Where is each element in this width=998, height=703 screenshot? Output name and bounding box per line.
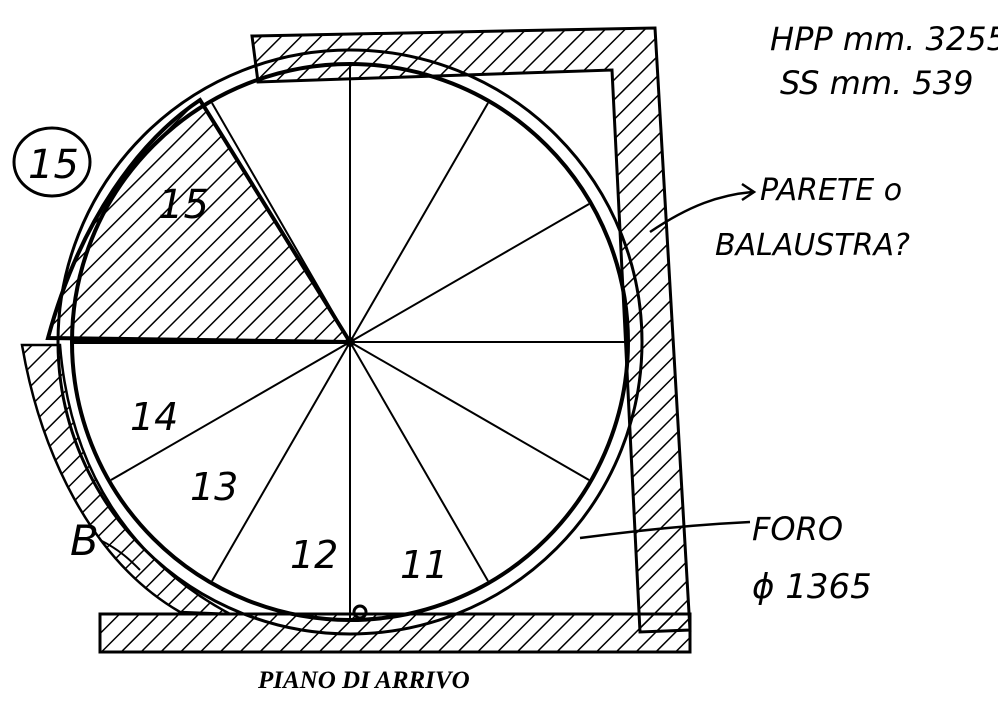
step-division-line [349, 203, 590, 343]
stair-circle [70, 62, 630, 622]
step-label-15: 15 [158, 182, 209, 228]
step-division-line [211, 102, 351, 343]
step-label-14: 14 [130, 395, 178, 439]
step-15-hatched [45, 97, 354, 345]
hole-label: FORO [752, 510, 843, 548]
hole-diameter: ϕ 1365 [752, 567, 872, 607]
step-label-11: 11 [400, 543, 448, 587]
wall-arrowhead-icon [741, 182, 757, 202]
bottom-post [352, 604, 368, 620]
circled-step-marker: 15 [12, 126, 92, 198]
step-division-line [211, 341, 351, 582]
left-balustrade [20, 343, 231, 616]
circled-step-label: 15 [28, 142, 79, 188]
landing-caption: PIANO DI ARRIVO [257, 667, 470, 694]
wall-question-line1: PARETE o [760, 173, 902, 208]
landing-slab [98, 612, 692, 654]
wall-question-line2: BALAUSTRA? [715, 228, 910, 263]
step-division-line [349, 341, 489, 582]
hole-circle [56, 48, 644, 636]
step-division-line [110, 341, 351, 481]
wall-arrow [649, 190, 753, 234]
center-post [345, 337, 355, 347]
hole-annotation: FORO ϕ 1365 [579, 510, 872, 607]
step-label-12: 12 [290, 533, 338, 577]
step-division-line [349, 102, 489, 343]
step-division-line [349, 341, 590, 481]
step-label-13: 13 [190, 465, 238, 509]
b-mark: B [70, 516, 99, 565]
step-divisions [74, 66, 626, 618]
hole-leader [579, 520, 751, 540]
note-hpp: HPP mm. 3255 [770, 20, 998, 58]
note-ss: SS mm. 539 [780, 64, 973, 102]
b-leader [99, 539, 141, 571]
wall-question-annotation: PARETE o BALAUSTRA? [649, 173, 910, 263]
